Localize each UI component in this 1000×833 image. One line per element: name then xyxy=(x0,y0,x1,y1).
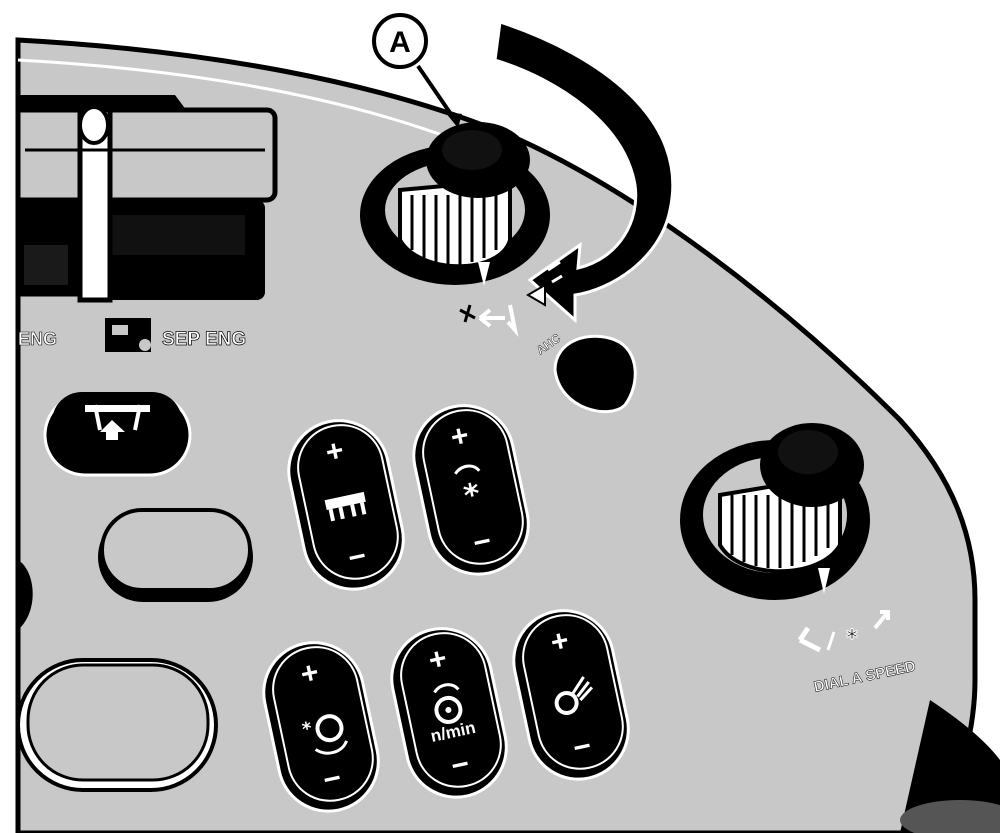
sep-eng-label: SEP ENG xyxy=(162,329,246,350)
rotation-arrow xyxy=(493,20,675,324)
header-height-rocker[interactable]: +− xyxy=(279,411,412,598)
rotor-speed-rocker[interactable]: +−n/min xyxy=(382,619,515,806)
dial-a-speed-icons: * xyxy=(797,610,890,653)
ahc-scale-icon xyxy=(459,260,563,337)
left-edge-button[interactable] xyxy=(18,560,33,630)
header-tilt-icon xyxy=(85,404,150,440)
ahc-knob[interactable] xyxy=(360,122,550,286)
svg-text:*: * xyxy=(846,626,858,651)
concave-rocker[interactable]: +−* xyxy=(254,633,387,820)
fan-speed-rocker[interactable]: +− xyxy=(504,601,637,788)
blank-button-upper[interactable] xyxy=(98,508,253,602)
callout-a: A xyxy=(372,13,462,128)
partial-eng-label: ENG xyxy=(18,329,57,349)
fan-icon xyxy=(554,676,594,715)
callout-letter: A xyxy=(389,26,411,59)
dial-a-speed-knob[interactable] xyxy=(680,423,870,600)
reel-speed-icon: * xyxy=(454,464,484,514)
header-tilt-button[interactable] xyxy=(43,392,192,477)
blank-button-lower[interactable] xyxy=(16,658,218,792)
svg-text:*: * xyxy=(461,476,484,514)
reel-speed-rocker[interactable]: +−* xyxy=(404,396,537,583)
separator-icon xyxy=(105,318,151,352)
ahc-button[interactable] xyxy=(553,334,637,414)
header-icon xyxy=(324,491,367,522)
rotor-speed-icon xyxy=(433,683,463,724)
lever-assembly xyxy=(15,95,278,303)
